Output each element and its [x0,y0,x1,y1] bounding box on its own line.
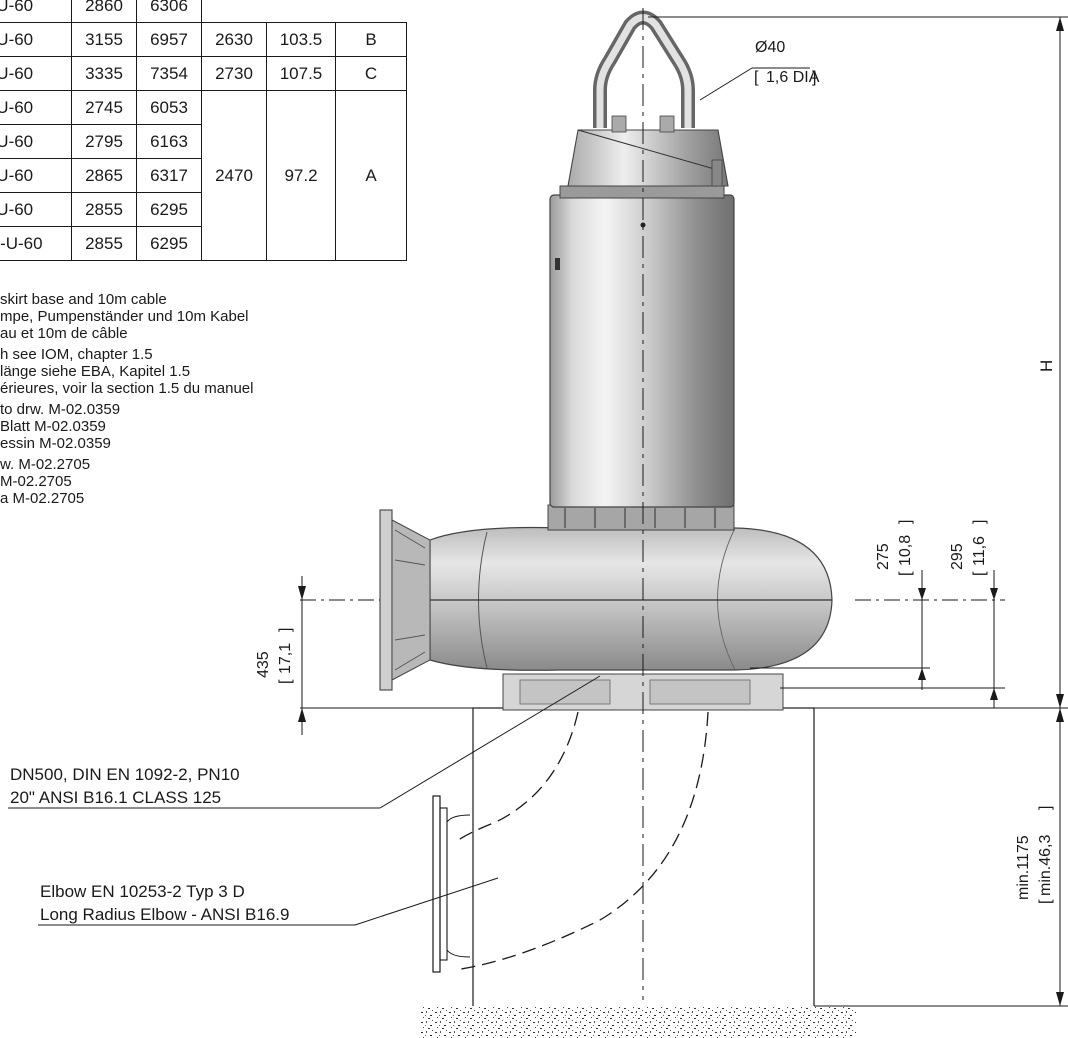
note-line: to drw. M-02.0359 [0,401,121,418]
table-cell: 97.2 [266,90,336,261]
note-line: au et 10m de câble [0,325,128,342]
table-cell: /10-U-60 [0,192,72,227]
svg-text:[: [ [897,571,914,576]
dim-h: H [1037,360,1056,372]
notes-block: skirt base and 10m cable mpe, Pumpenstän… [0,291,253,511]
dim-295: 295 [949,543,966,570]
table-cell: 6295 [136,192,202,227]
table-cell: 0/6-U-60 [0,56,72,91]
note-line: mpe, Pumpenständer und 10m Kabel [0,308,249,325]
note-line: M-02.2705 [0,473,72,490]
svg-text:]: ] [1037,806,1054,810]
table-cell: 0/10-U-60 [0,226,72,261]
table-cell: 2470 [201,90,267,261]
dim-275-in: 10,8 [897,535,914,566]
table-cell: 6163 [136,124,202,159]
dim-dia: Ø40 [755,39,785,56]
motor-cap [567,129,729,187]
note-line: w. M-02.2705 [0,456,91,473]
table-cell: 2855 [71,192,137,227]
svg-text:]: ] [971,520,988,524]
table-cell: 6957 [136,22,202,57]
dim-min1175-in: min.46,3 [1037,835,1054,896]
note-line: a M-02.2705 [0,490,85,507]
note-line: Blatt M-02.0359 [0,418,106,435]
svg-text:]: ] [897,520,914,524]
note-3: to drw. M-02.0359 Blatt M-02.0359 essin … [0,401,253,452]
svg-text:[: [ [754,69,759,86]
note-line: érieures, voir la section 1.5 du manuel [0,380,254,397]
note-line: skirt base and 10m cable [0,291,167,308]
table-cell: 7354 [136,56,202,91]
table-cell: 6295 [136,226,202,261]
note-line: h see IOM, chapter 1.5 [0,346,153,363]
table-cell: 2855 [71,226,137,261]
callout-elbow-2: Long Radius Elbow - ANSI B16.9 [40,905,289,924]
elbow-inner-line [454,711,579,843]
dim-dia-in: 1,6 DIA [766,69,820,86]
table-cell: 0/8-U-60 [0,158,72,193]
dim-295-in: 11,6 [971,536,988,566]
table-cell: 0/6-U-60 [0,22,72,57]
dim-min1175: min.1175 [1015,835,1032,900]
table-cell: 3335 [71,56,137,91]
svg-text:]: ] [277,628,294,632]
table-cell: C [335,56,407,91]
lifting-handle [593,10,695,128]
svg-text:[: [ [277,679,294,684]
table-cell: 6317 [136,158,202,193]
table-cell: 2860 [71,0,137,23]
table-cell: 0/6-U-60 [0,0,72,23]
elbow-outer-line [454,711,709,971]
callout-flange-1: DN500, DIN EN 1092-2, PN10 [10,765,240,784]
dim-435-in: 17,1 [277,643,294,674]
table-cell: 2730 [201,56,267,91]
dim-435: 435 [255,651,272,678]
svg-text:[: [ [971,571,988,576]
table-cell: 6053 [136,90,202,125]
inlet-flange [379,509,393,691]
note-2: h see IOM, chapter 1.5 länge siehe EBA, … [0,346,253,397]
callout-elbow-1: Elbow EN 10253-2 Typ 3 D [40,882,245,901]
table-cell: 2630 [201,22,267,57]
table-cell: B [335,22,407,57]
ground-hatch [420,1006,856,1038]
note-line: länge siehe EBA, Kapitel 1.5 [0,363,191,380]
volute-casing [429,526,833,671]
svg-text:]: ] [812,69,816,86]
motor-housing [549,194,735,508]
table-cell [335,0,407,23]
table-cell: 2865 [71,158,137,193]
table-cell [201,0,267,23]
note-1: skirt base and 10m cable mpe, Pumpenstän… [0,291,253,342]
svg-text:[: [ [1037,899,1054,904]
note-line: essin M-02.0359 [0,435,111,452]
discharge-flange [432,795,441,973]
note-4: w. M-02.2705 M-02.2705 a M-02.2705 [0,456,253,507]
table-cell: A [335,90,407,261]
callout-flange-2: 20" ANSI B16.1 CLASS 125 [10,788,221,807]
spec-table: 0/6-U-60286063060/6-U-60315569572630103.… [0,0,407,261]
dim-275: 275 [875,543,892,570]
table-cell: 107.5 [266,56,336,91]
